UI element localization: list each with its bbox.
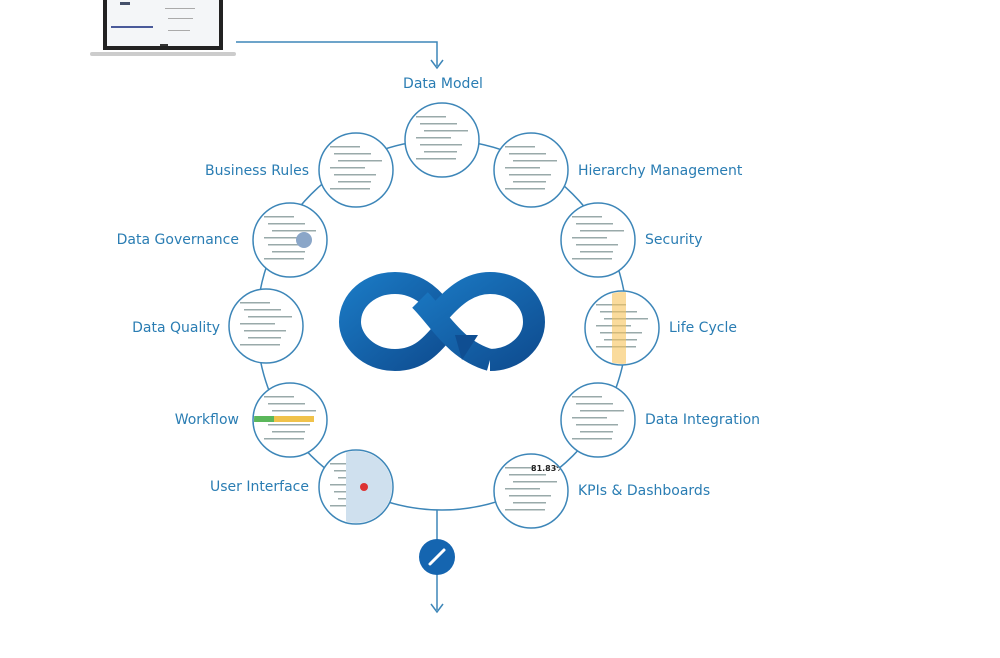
module-thumbnail-hierarchy-management[interactable] bbox=[493, 132, 569, 208]
wrench-icon[interactable] bbox=[419, 539, 455, 575]
infinity-cycle-icon bbox=[338, 271, 546, 372]
module-thumbnail-user-interface[interactable] bbox=[318, 449, 394, 525]
connector-line-top bbox=[236, 41, 438, 66]
module-label-security: Security bbox=[645, 232, 703, 248]
module-label-workflow: Workflow bbox=[174, 412, 239, 428]
laptop-icon bbox=[90, 0, 236, 56]
module-thumbnail-data-model[interactable] bbox=[404, 102, 480, 178]
module-thumbnail-data-quality[interactable] bbox=[228, 288, 304, 364]
module-label-data-governance: Data Governance bbox=[116, 232, 239, 248]
arrow-down-icon bbox=[430, 603, 444, 614]
module-thumbnail-life-cycle[interactable] bbox=[584, 290, 660, 366]
module-thumbnail-data-integration[interactable] bbox=[560, 382, 636, 458]
module-thumbnail-workflow[interactable] bbox=[252, 382, 328, 458]
module-label-hierarchy-management: Hierarchy Management bbox=[578, 163, 743, 179]
module-label-business-rules: Business Rules bbox=[205, 163, 309, 179]
module-label-life-cycle: Life Cycle bbox=[669, 320, 737, 336]
module-label-kpis-dashboards: KPIs & Dashboards bbox=[578, 483, 711, 499]
module-label-data-quality: Data Quality bbox=[132, 320, 220, 336]
module-thumbnail-kpis-dashboards[interactable]: 81.83% bbox=[493, 453, 569, 529]
arrow-down-icon bbox=[430, 59, 444, 70]
module-label-user-interface: User Interface bbox=[209, 479, 309, 495]
kpi-value: 81.83% bbox=[531, 464, 564, 473]
module-thumbnail-security[interactable] bbox=[560, 202, 636, 278]
module-thumbnail-data-governance[interactable] bbox=[252, 202, 328, 278]
module-label-data-integration: Data Integration bbox=[645, 412, 761, 428]
module-label-data-model: Data Model bbox=[403, 76, 483, 92]
module-thumbnail-business-rules[interactable] bbox=[318, 132, 394, 208]
